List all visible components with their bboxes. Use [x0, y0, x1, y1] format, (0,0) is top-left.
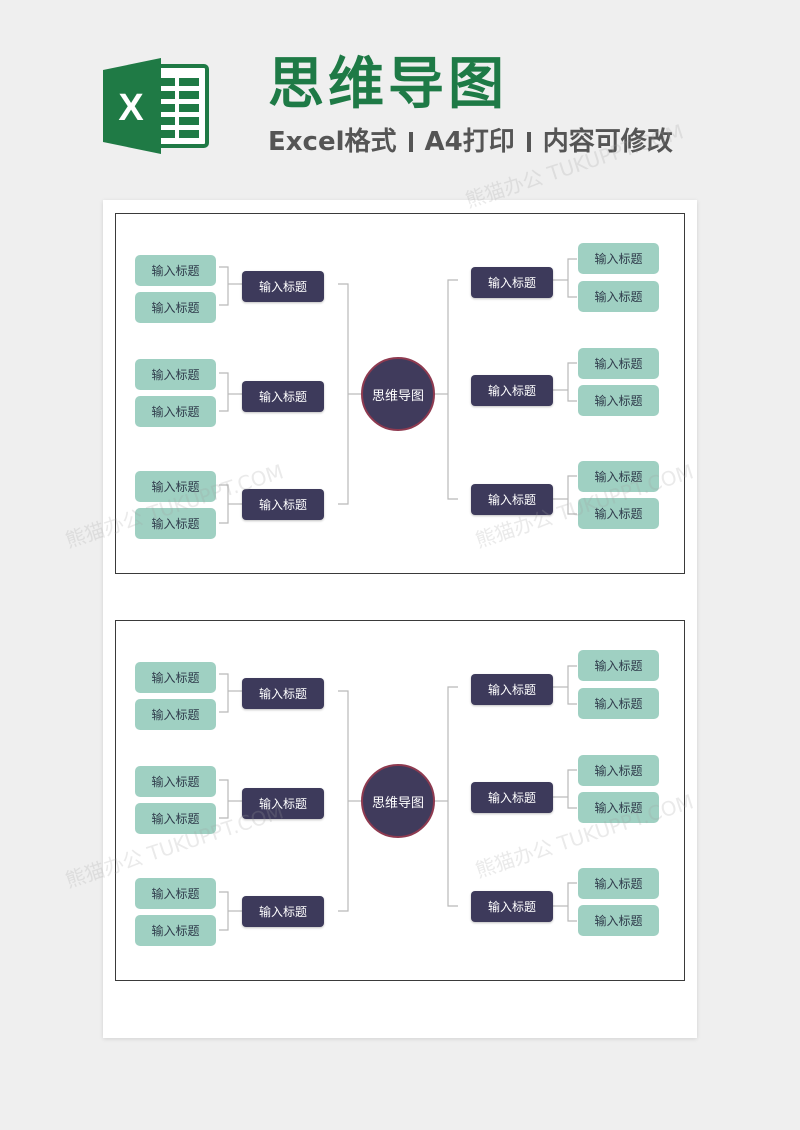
- leaf-node[interactable]: 输入标题: [578, 905, 659, 936]
- leaf-node[interactable]: 输入标题: [578, 498, 659, 529]
- excel-logo-letter: X: [118, 87, 144, 129]
- subtitle-format: Excel格式: [268, 127, 397, 157]
- branch-node[interactable]: 输入标题: [471, 891, 553, 922]
- subtitle-editable: 内容可修改: [542, 127, 673, 157]
- subtitle-separator: [408, 132, 413, 152]
- center-node[interactable]: 思维导图: [361, 764, 435, 838]
- excel-logo-icon: X: [103, 58, 209, 154]
- leaf-node[interactable]: 输入标题: [135, 662, 216, 693]
- leaf-node[interactable]: 输入标题: [135, 471, 216, 502]
- leaf-node[interactable]: 输入标题: [135, 699, 216, 730]
- subtitle: Excel格式 A4打印内容可修改: [268, 124, 673, 160]
- branch-node[interactable]: 输入标题: [242, 381, 324, 412]
- leaf-node[interactable]: 输入标题: [578, 792, 659, 823]
- branch-node[interactable]: 输入标题: [471, 674, 553, 705]
- leaf-node[interactable]: 输入标题: [578, 385, 659, 416]
- branch-node[interactable]: 输入标题: [471, 375, 553, 406]
- mindmap-frame: 思维导图 输入标题 输入标题 输入标题 输入标题 输入标题 输入标题 输入标题 …: [115, 213, 685, 574]
- leaf-node[interactable]: 输入标题: [135, 803, 216, 834]
- mindmap-frame: 思维导图 输入标题 输入标题 输入标题 输入标题 输入标题 输入标题 输入标题 …: [115, 620, 685, 981]
- branch-node[interactable]: 输入标题: [242, 678, 324, 709]
- leaf-node[interactable]: 输入标题: [135, 915, 216, 946]
- leaf-node[interactable]: 输入标题: [578, 688, 659, 719]
- leaf-node[interactable]: 输入标题: [135, 292, 216, 323]
- subtitle-print: A4打印: [424, 127, 515, 157]
- leaf-node[interactable]: 输入标题: [578, 281, 659, 312]
- leaf-node[interactable]: 输入标题: [135, 255, 216, 286]
- subtitle-separator: [526, 132, 531, 152]
- mindmap-connectors: [219, 665, 577, 931]
- branch-node[interactable]: 输入标题: [242, 896, 324, 927]
- branch-node[interactable]: 输入标题: [242, 788, 324, 819]
- leaf-node[interactable]: 输入标题: [578, 243, 659, 274]
- leaf-node[interactable]: 输入标题: [578, 461, 659, 492]
- leaf-node[interactable]: 输入标题: [578, 755, 659, 786]
- mindmap-connectors: [219, 258, 577, 524]
- leaf-node[interactable]: 输入标题: [135, 359, 216, 390]
- branch-node[interactable]: 输入标题: [242, 489, 324, 520]
- branch-node[interactable]: 输入标题: [471, 782, 553, 813]
- leaf-node[interactable]: 输入标题: [135, 878, 216, 909]
- branch-node[interactable]: 输入标题: [471, 267, 553, 298]
- page-title: 思维导图: [268, 52, 508, 117]
- branch-node[interactable]: 输入标题: [471, 484, 553, 515]
- leaf-node[interactable]: 输入标题: [578, 868, 659, 899]
- center-node[interactable]: 思维导图: [361, 357, 435, 431]
- leaf-node[interactable]: 输入标题: [135, 508, 216, 539]
- leaf-node[interactable]: 输入标题: [135, 766, 216, 797]
- leaf-node[interactable]: 输入标题: [578, 348, 659, 379]
- leaf-node[interactable]: 输入标题: [578, 650, 659, 681]
- leaf-node[interactable]: 输入标题: [135, 396, 216, 427]
- branch-node[interactable]: 输入标题: [242, 271, 324, 302]
